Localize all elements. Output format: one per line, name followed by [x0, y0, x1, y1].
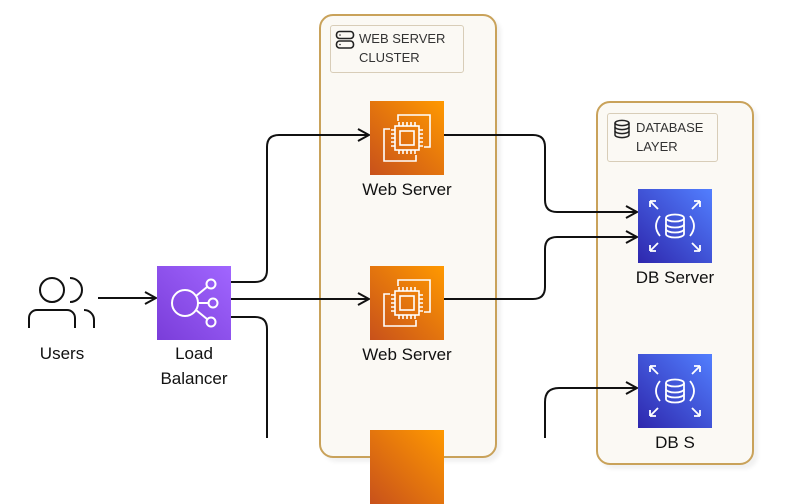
database-layer-title-1: DATABASE [636, 120, 704, 135]
load-balancer-icon [171, 278, 219, 328]
users-node[interactable]: Users [22, 270, 102, 370]
web-server-node-2[interactable]: Web Server [362, 266, 452, 366]
rds-database-icon [649, 200, 701, 252]
db-server-node-1[interactable]: DB Server [636, 189, 714, 289]
web-server-node-3[interactable] [370, 430, 444, 504]
db-server-tile [638, 354, 712, 428]
connectors [98, 0, 800, 438]
users-label: Users [39, 344, 85, 363]
database-icon [614, 119, 630, 139]
web-server-label: Web Server [362, 345, 452, 364]
web-server-cluster-group [319, 14, 497, 458]
web-server-cluster-label: WEB SERVER CLUSTER [330, 25, 464, 73]
database-layer-title-2: LAYER [636, 139, 678, 154]
db-server-tile [638, 189, 712, 263]
rds-database-icon [649, 365, 701, 417]
web-server-tile [370, 430, 444, 504]
web-server-tile [370, 266, 444, 340]
load-balancer-node[interactable]: Load Balancer [157, 266, 231, 388]
edge-lb-web3 [231, 316, 268, 438]
users-icon [28, 277, 95, 328]
web-server-node-1[interactable]: Web Server [362, 101, 452, 201]
db-server-node-2[interactable]: DB S [638, 354, 712, 454]
edge-web2-db1 [443, 237, 637, 300]
load-balancer-label-1: Load [175, 344, 213, 363]
database-layer-label: DATABASE LAYER [607, 113, 718, 162]
edge-web1-db1 [443, 134, 637, 212]
edge-lb-web1 [231, 135, 369, 283]
web-server-tile [370, 101, 444, 175]
load-balancer-tile [157, 266, 231, 340]
web-server-cluster-title-1: WEB SERVER [359, 31, 446, 46]
web-server-cluster-title-2: CLUSTER [359, 50, 420, 65]
db-server-label: DB Server [635, 268, 715, 287]
server-stack-icon [335, 30, 355, 49]
db-server-label: DB S [655, 433, 695, 452]
cpu-instance-icon [383, 114, 431, 162]
load-balancer-label-2: Balancer [160, 369, 228, 388]
web-server-label: Web Server [362, 180, 452, 199]
cpu-instance-icon [383, 279, 431, 327]
edge-web3-db2 [544, 388, 637, 438]
